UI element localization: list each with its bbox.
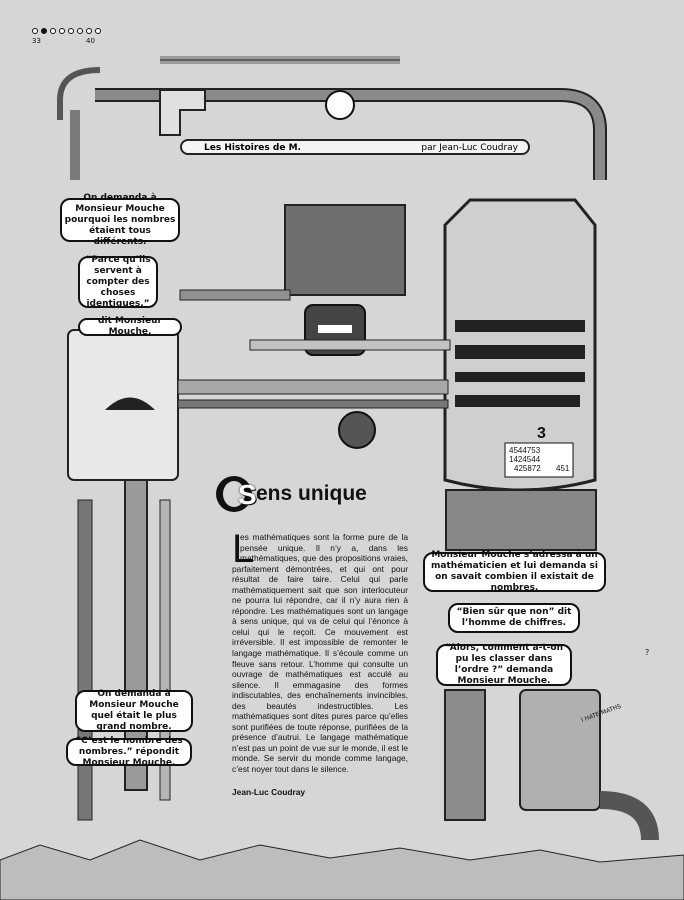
title-rest: ens unique bbox=[256, 482, 367, 505]
page-range-end: 40 bbox=[86, 37, 95, 45]
progress-dot-current bbox=[41, 28, 47, 34]
board-digit: 3 bbox=[537, 425, 546, 442]
article-title: S ens unique bbox=[216, 476, 367, 512]
progress-dot bbox=[86, 28, 92, 34]
progress-dot bbox=[95, 28, 101, 34]
title-initial: S bbox=[238, 479, 257, 510]
page-range-start: 33 bbox=[32, 37, 41, 45]
article-author: Jean-Luc Coudray bbox=[232, 787, 306, 797]
bubble-text: “Parce qu’ils servent à compter des chos… bbox=[85, 254, 151, 309]
bubble-text: dit Monsieur Mouche. bbox=[98, 316, 162, 337]
series-author: par Jean-Luc Coudray bbox=[421, 143, 518, 153]
article-text: es mathématiques sont la forme pure de l… bbox=[232, 532, 408, 775]
board-number-2: 1424544 bbox=[509, 455, 541, 464]
progress-dot bbox=[50, 28, 56, 34]
series-banner: Les Histoires de M. par Jean-Luc Coudray bbox=[180, 139, 530, 155]
series-title: Les Histoires de M. bbox=[204, 143, 301, 153]
board-number-1: 4544753 bbox=[509, 446, 541, 455]
board-number-3: 425872 bbox=[514, 464, 541, 473]
speech-bubble: “Alors, comment a-t-on pu les classer da… bbox=[436, 643, 572, 686]
speech-bubble: “Parce qu’ils servent à compter des chos… bbox=[78, 254, 158, 309]
bubble-text: “Bien sûr que non” dit l’homme de chiffr… bbox=[456, 607, 572, 628]
drop-cap: L bbox=[232, 527, 255, 571]
speech-bubble: Monsieur Mouche s’adressa à un mathémati… bbox=[423, 550, 606, 593]
progress-dot bbox=[59, 28, 65, 34]
progress-dot bbox=[77, 28, 83, 34]
bubble-text: On demanda à Monsieur Mouche quel était … bbox=[89, 689, 179, 732]
progress-dot bbox=[32, 28, 38, 34]
factory-ground bbox=[0, 839, 684, 900]
bubble-text: On demanda à Monsieur Mouche pourquoi le… bbox=[64, 192, 176, 247]
curtain-stage bbox=[284, 204, 406, 296]
progress-dots bbox=[32, 28, 101, 34]
faucet bbox=[159, 89, 206, 136]
speech-bubble: On demanda à Monsieur Mouche quel était … bbox=[75, 689, 193, 732]
umbrella bbox=[105, 397, 155, 410]
question-mark: ? bbox=[645, 648, 649, 657]
pressure-gauge bbox=[325, 90, 355, 120]
bubble-text: “Alors, comment a-t-on pu les classer da… bbox=[445, 643, 563, 686]
speech-bubble: dit Monsieur Mouche. bbox=[78, 316, 182, 337]
speech-bubble: “Bien sûr que non” dit l’homme de chiffr… bbox=[448, 603, 580, 633]
speech-bubble: On demanda à Monsieur Mouche pourquoi le… bbox=[60, 193, 180, 247]
bubble-text: “C’est le nombre des nombres.” répondit … bbox=[75, 735, 183, 768]
title-swirl-icon bbox=[216, 476, 252, 512]
bubble-text: Monsieur Mouche s’adressa à un mathémati… bbox=[431, 550, 598, 593]
number-board bbox=[504, 442, 574, 478]
speech-bubble: “C’est le nombre des nombres.” répondit … bbox=[66, 735, 192, 768]
board-number-4: 451 bbox=[556, 464, 570, 473]
progress-dot bbox=[68, 28, 74, 34]
right-pipe-column bbox=[444, 689, 486, 821]
